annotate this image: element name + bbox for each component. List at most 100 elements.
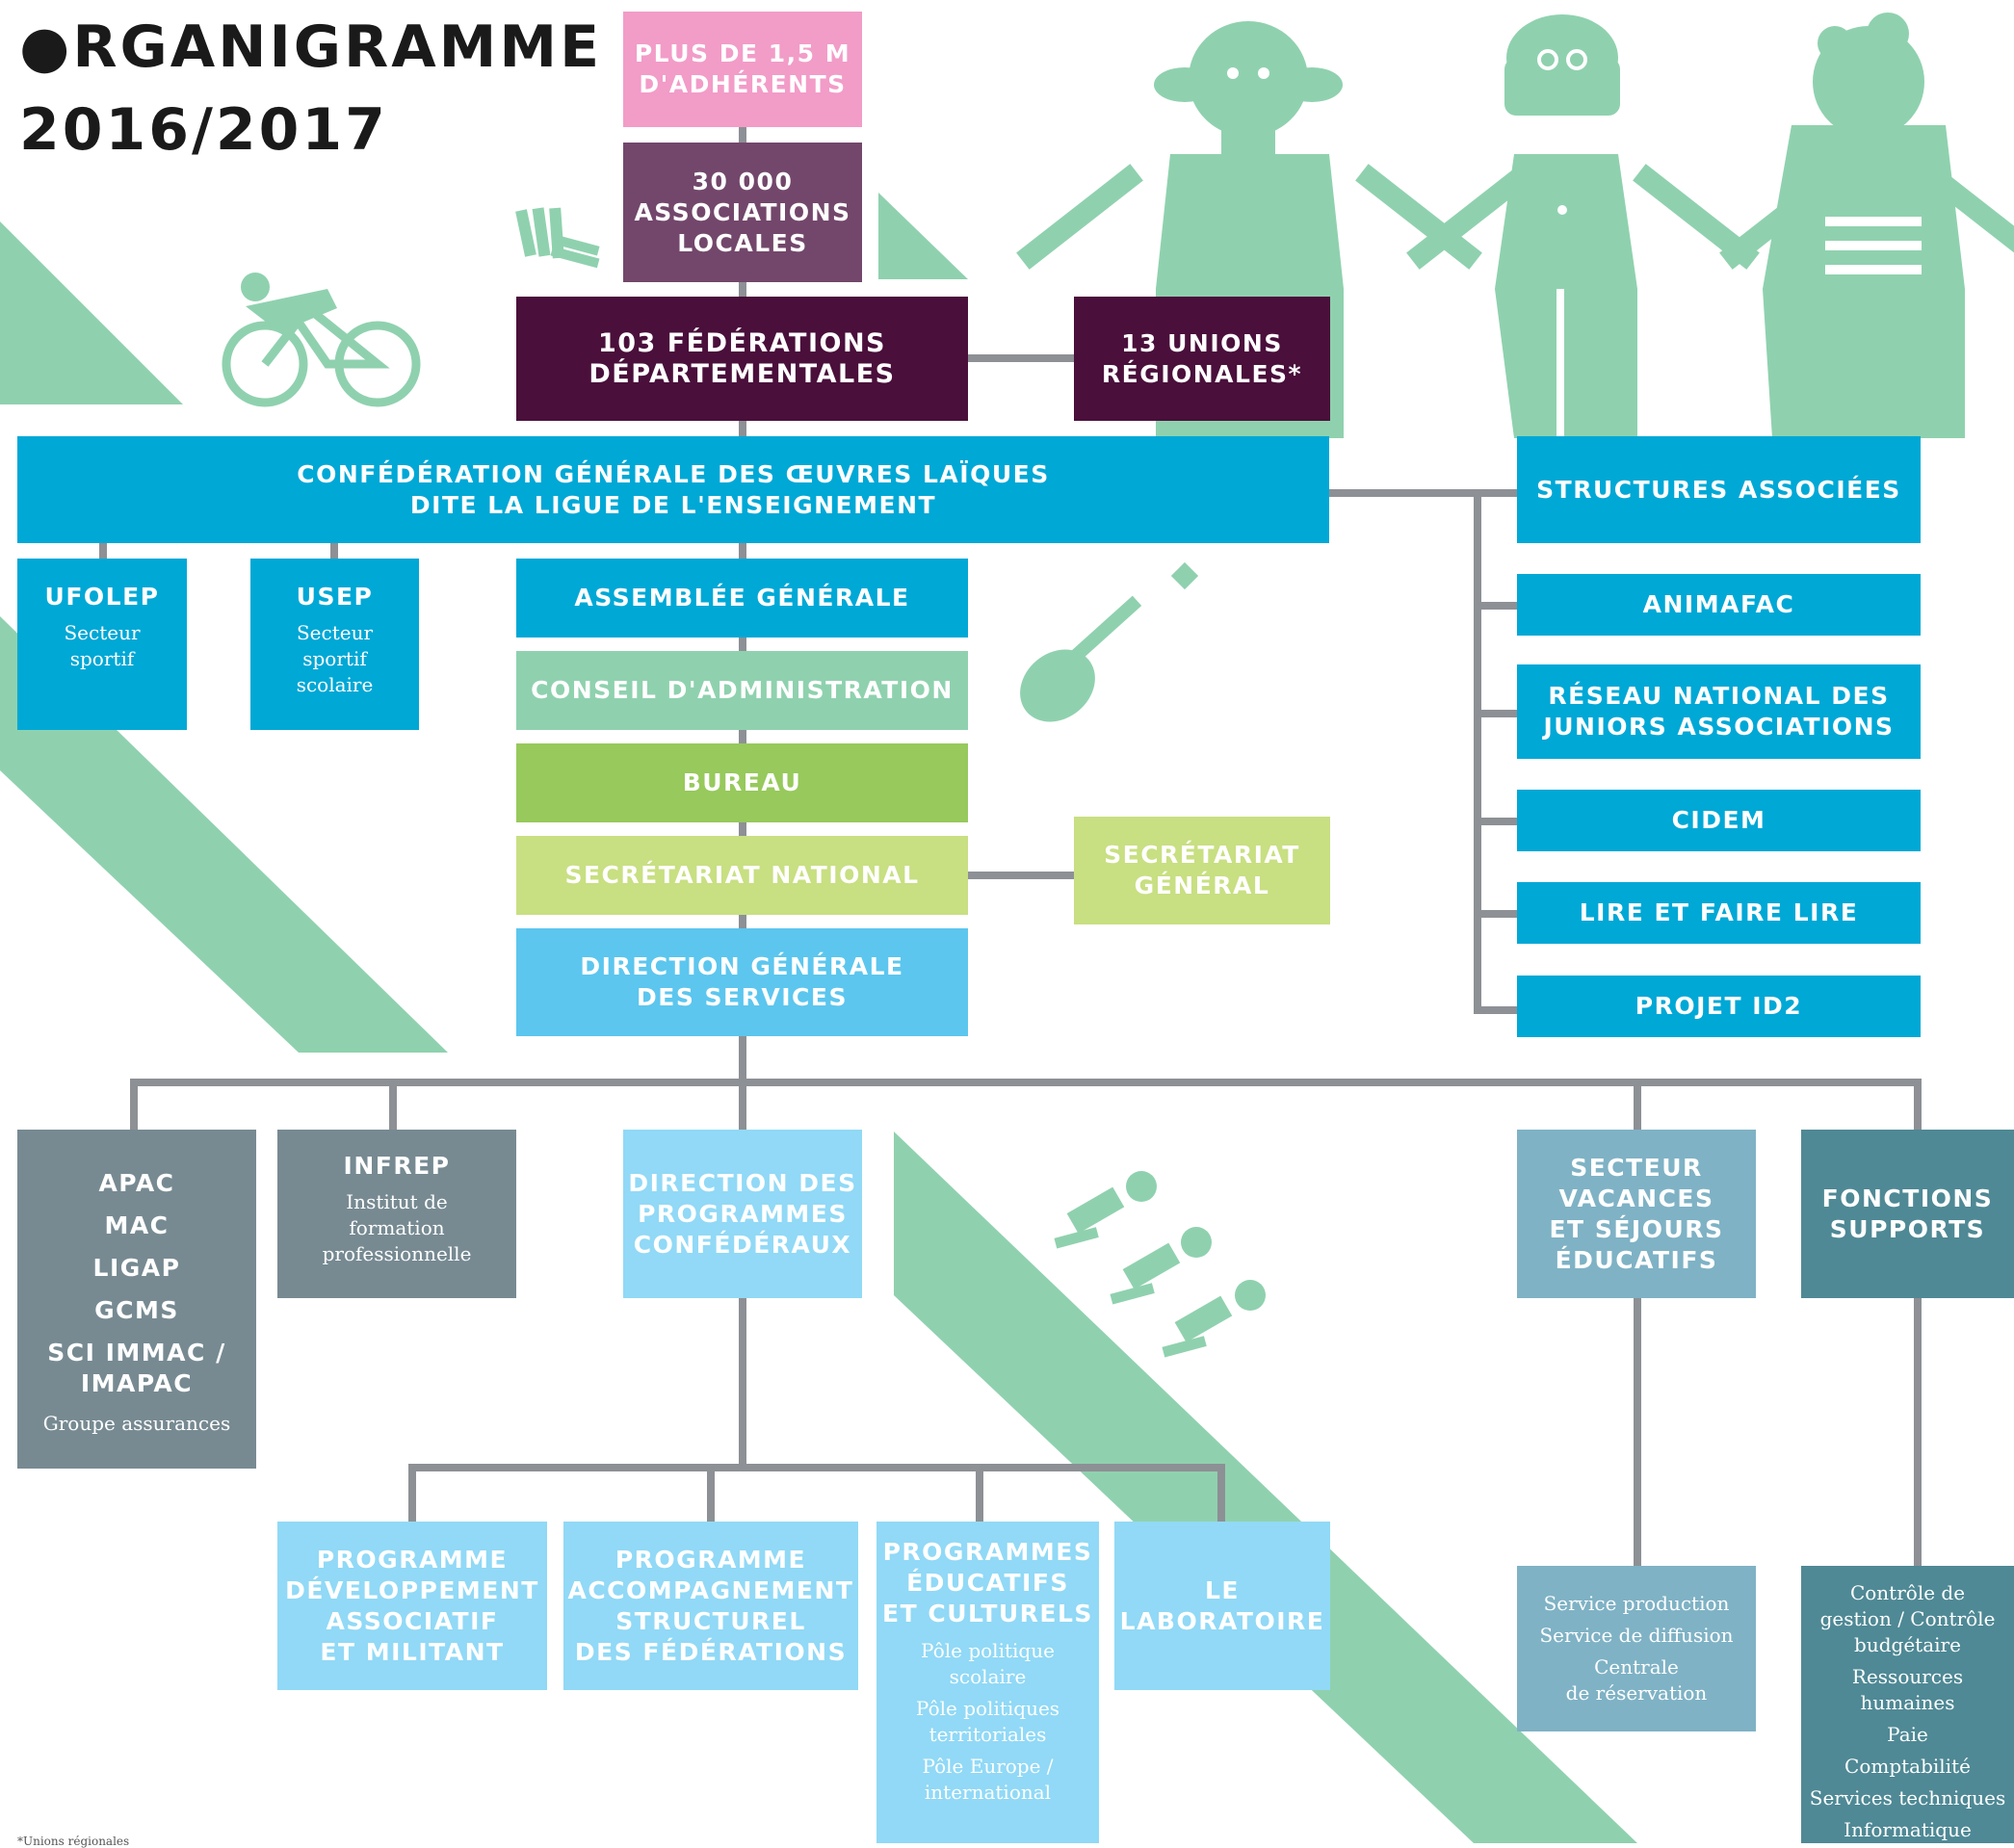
- connector-line: [1474, 602, 1517, 610]
- apac-item: SCI IMMAC / IMAPAC: [47, 1338, 226, 1397]
- direction-programmes-label: DIRECTION DES PROGRAMMES CONFÉDÉRAUX: [628, 1168, 857, 1259]
- fonction-item: Informatique: [1844, 1818, 1972, 1841]
- connector-line: [1914, 1079, 1922, 1130]
- cidem-box: CIDEM: [1517, 790, 1921, 851]
- connector-line: [1474, 489, 1481, 1014]
- guitar-icon: [1020, 561, 1199, 722]
- connector-line: [408, 1464, 1225, 1471]
- connector-line: [1634, 1298, 1641, 1566]
- connector-line: [739, 820, 746, 838]
- confederation-box: CONFÉDÉRATION GÉNÉRALE DES ŒUVRES LAÏQUE…: [17, 436, 1329, 543]
- confederation-label: CONFÉDÉRATION GÉNÉRALE DES ŒUVRES LAÏQUE…: [297, 459, 1050, 519]
- conseil-box: CONSEIL D'ADMINISTRATION: [516, 651, 968, 730]
- pole-item: Pôle politique scolaire: [921, 1639, 1055, 1688]
- usep-title: USEP: [296, 583, 374, 611]
- conseil-label: CONSEIL D'ADMINISTRATION: [531, 676, 954, 704]
- fonctions-items-box: Contrôle de gestion / Contrôle budgétair…: [1801, 1566, 2014, 1843]
- associations-box: 30 000 ASSOCIATIONS LOCALES: [623, 143, 862, 282]
- vacances-services-box: Service production Service de diffusion …: [1517, 1566, 1756, 1731]
- apac-list: APAC MAC LIGAP GCMS SCI IMMAC / IMAPAC: [47, 1162, 225, 1405]
- triangle-decoration: [878, 193, 968, 279]
- secretariat-national-box: SECRÉTARIAT NATIONAL: [516, 836, 968, 915]
- unions-label: 13 UNIONS RÉGIONALES*: [1101, 328, 1303, 388]
- assemblee-box: ASSEMBLÉE GÉNÉRALE: [516, 559, 968, 638]
- connector-line: [968, 872, 1074, 879]
- vacances-label: SECTEUR VACANCES ET SÉJOURS ÉDUCATIFS: [1549, 1153, 1724, 1274]
- prog-educatifs-list: Pôle politique scolaire Pôle politiques …: [916, 1635, 1059, 1809]
- usep-subtitle: Secteur sportif scolaire: [296, 621, 374, 696]
- connector-line: [739, 125, 746, 144]
- prog-accompagnement-label: PROGRAMME ACCOMPAGNEMENT STRUCTUREL DES …: [567, 1545, 854, 1666]
- service-item: Service production: [1543, 1592, 1730, 1615]
- direction-generale-label: DIRECTION GÉNÉRALE DES SERVICES: [580, 952, 904, 1011]
- diagonal-band-center: [894, 1132, 1637, 1843]
- connector-line: [707, 1464, 715, 1522]
- prog-accompagnement-box: PROGRAMME ACCOMPAGNEMENT STRUCTUREL DES …: [563, 1522, 858, 1690]
- connector-line: [99, 543, 107, 560]
- cidem-label: CIDEM: [1671, 806, 1766, 834]
- connector-line: [130, 1079, 138, 1130]
- reseau-box: RÉSEAU NATIONAL DES JUNIORS ASSOCIATIONS: [1517, 664, 1921, 759]
- direction-generale-box: DIRECTION GÉNÉRALE DES SERVICES: [516, 928, 968, 1036]
- infrep-subtitle: Institut de formation professionnelle: [322, 1190, 472, 1265]
- footnote: *Unions régionales: [17, 1835, 130, 1848]
- apac-subtitle: Groupe assurances: [42, 1411, 231, 1435]
- pole-item: Pôle politiques territoriales: [915, 1697, 1060, 1746]
- reseau-label: RÉSEAU NATIONAL DES JUNIORS ASSOCIATIONS: [1543, 682, 1895, 741]
- animafac-label: ANIMAFAC: [1642, 590, 1795, 618]
- associations-label: 30 000 ASSOCIATIONS LOCALES: [634, 167, 851, 257]
- bureau-label: BUREAU: [682, 768, 802, 796]
- connector-line: [1474, 818, 1517, 825]
- vacances-services-list: Service production Service de diffusion …: [1539, 1588, 1733, 1709]
- connector-line: [739, 1298, 746, 1468]
- fonction-item: Comptabilité: [1844, 1755, 1971, 1778]
- laboratoire-box: LE LABORATOIRE: [1114, 1522, 1330, 1690]
- connector-line: [968, 354, 1074, 362]
- diagonal-band-top-left: [0, 221, 183, 404]
- animafac-box: ANIMAFAC: [1517, 574, 1921, 636]
- cyclist-icon: [222, 273, 421, 407]
- apac-item: LIGAP: [92, 1253, 181, 1282]
- direction-programmes-box: DIRECTION DES PROGRAMMES CONFÉDÉRAUX: [623, 1130, 862, 1298]
- ufolep-box: UFOLEP Secteur sportif: [17, 559, 187, 730]
- connector-line: [739, 636, 746, 653]
- secretariat-general-box: SECRÉTARIAT GÉNÉRAL: [1074, 817, 1330, 924]
- connector-line: [739, 281, 746, 299]
- adherents-label: PLUS DE 1,5 M D'ADHÉRENTS: [634, 39, 851, 98]
- connector-line: [739, 421, 746, 438]
- fonctions-supports-box: FONCTIONS SUPPORTS: [1801, 1130, 2014, 1298]
- vacances-box: SECTEUR VACANCES ET SÉJOURS ÉDUCATIFS: [1517, 1130, 1756, 1298]
- books-icon: [515, 207, 600, 269]
- service-item: Centrale de réservation: [1565, 1655, 1708, 1705]
- unions-box: 13 UNIONS RÉGIONALES*: [1074, 297, 1330, 421]
- fonction-item: Services techniques: [1809, 1786, 2006, 1809]
- apac-box: APAC MAC LIGAP GCMS SCI IMMAC / IMAPAC G…: [17, 1130, 256, 1469]
- prog-educatifs-title: PROGRAMMES ÉDUCATIFS ET CULTURELS: [882, 1538, 1093, 1627]
- infrep-title: INFREP: [343, 1152, 451, 1180]
- children-running-icon: [1054, 1171, 1266, 1358]
- laboratoire-label: LE LABORATOIRE: [1119, 1575, 1325, 1635]
- fonctions-items-list: Contrôle de gestion / Contrôle budgétair…: [1810, 1577, 2005, 1846]
- connector-line: [1217, 1464, 1225, 1522]
- connector-line: [130, 1079, 1922, 1086]
- federations-label: 103 FÉDÉRATIONS DÉPARTEMENTALES: [589, 327, 896, 389]
- connector-line: [1634, 1079, 1641, 1130]
- prog-developpement-label: PROGRAMME DÉVELOPPEMENT ASSOCIATIF ET MI…: [285, 1545, 539, 1666]
- fonctions-supports-label: FONCTIONS SUPPORTS: [1821, 1184, 1994, 1243]
- connector-line: [739, 543, 746, 560]
- federations-box: 103 FÉDÉRATIONS DÉPARTEMENTALES: [516, 297, 968, 421]
- apac-item: MAC: [104, 1210, 170, 1239]
- projet-id2-box: PROJET ID2: [1517, 976, 1921, 1037]
- connector-line: [389, 1079, 397, 1130]
- bureau-box: BUREAU: [516, 743, 968, 822]
- fonction-item: Ressources humaines: [1851, 1665, 1964, 1714]
- connector-line: [1914, 1298, 1922, 1566]
- prog-educatifs-box: PROGRAMMES ÉDUCATIFS ET CULTURELS Pôle p…: [876, 1522, 1099, 1843]
- apac-item: APAC: [98, 1168, 175, 1197]
- secretariat-general-label: SECRÉTARIAT GÉNÉRAL: [1104, 841, 1300, 899]
- secretariat-national-label: SECRÉTARIAT NATIONAL: [564, 861, 920, 889]
- structures-associees-label: STRUCTURES ASSOCIÉES: [1536, 475, 1901, 504]
- prog-developpement-box: PROGRAMME DÉVELOPPEMENT ASSOCIATIF ET MI…: [277, 1522, 547, 1690]
- apac-item: GCMS: [94, 1295, 179, 1324]
- connector-line: [739, 913, 746, 930]
